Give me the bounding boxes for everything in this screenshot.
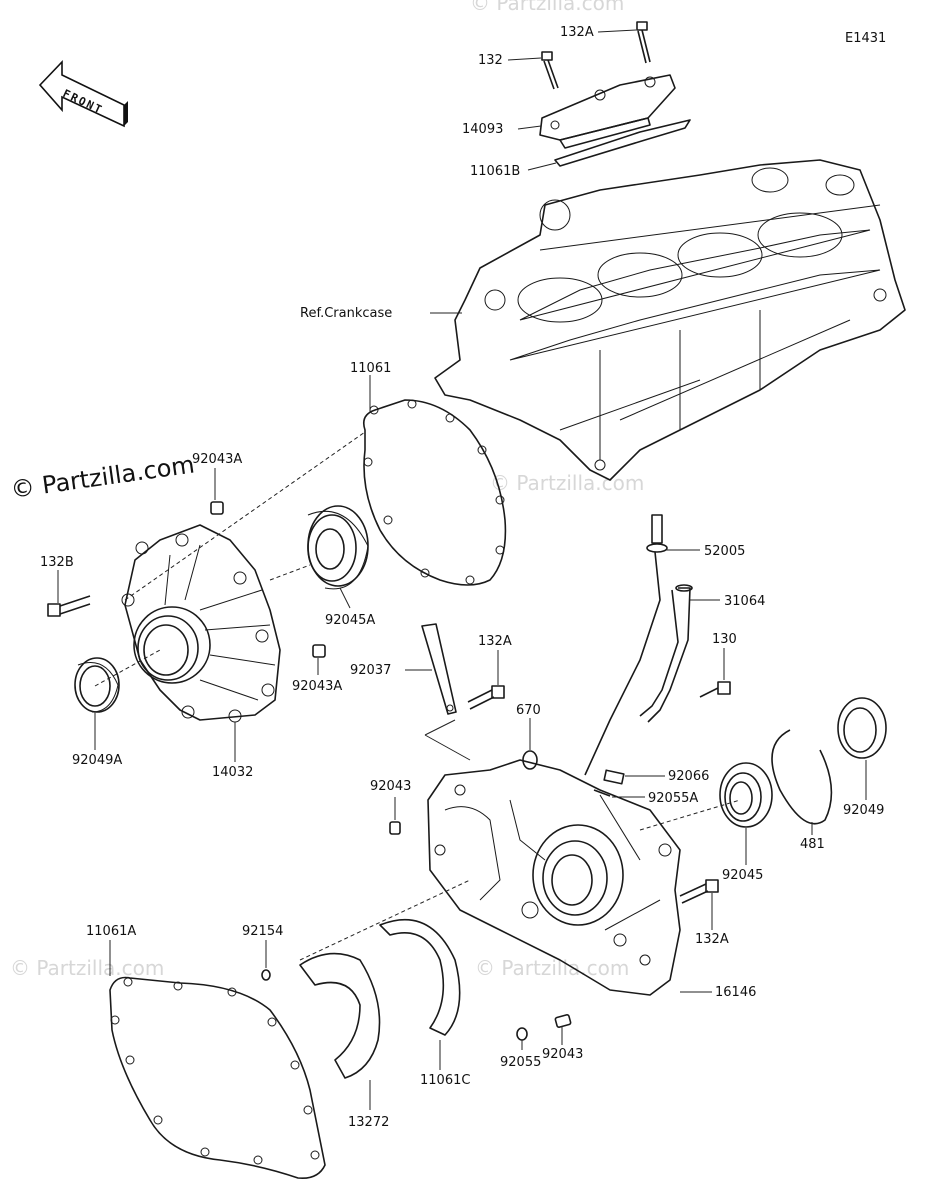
bolt-132B xyxy=(47,595,91,617)
watermark-lower-mid: © Partzilla.com xyxy=(475,956,629,980)
label-132-top: 132 xyxy=(478,53,503,68)
label-16146: 16146 xyxy=(715,985,756,1000)
label-92055A: 92055A xyxy=(648,791,698,806)
label-670: 670 xyxy=(516,703,541,718)
leader-lines xyxy=(57,29,867,1110)
label-11061A: 11061A xyxy=(86,924,136,939)
label-132A-low: 132A xyxy=(695,932,729,947)
bolt-132A-low xyxy=(679,879,719,904)
label-14032: 14032 xyxy=(212,765,253,780)
plate-92037 xyxy=(421,623,457,715)
label-92154: 92154 xyxy=(242,924,283,939)
label-92066: 92066 xyxy=(668,769,709,784)
bolt-132-top xyxy=(541,51,559,90)
watermark-top: © Partzilla.com xyxy=(470,0,624,15)
watermark-lower-left: © Partzilla.com xyxy=(10,956,164,980)
bearing-92045A xyxy=(307,505,369,590)
label-132A-top: 132A xyxy=(560,25,594,40)
label-132A-mid: 132A xyxy=(478,634,512,649)
cover-14093 xyxy=(539,74,676,149)
label-92049: 92049 xyxy=(843,803,884,818)
crankcase-ref xyxy=(434,159,906,481)
label-14093: 14093 xyxy=(462,122,503,137)
dowel-92043-left xyxy=(389,821,401,835)
label-92045: 92045 xyxy=(722,868,763,883)
label-31064: 31064 xyxy=(724,594,765,609)
gasket-11061C xyxy=(379,918,461,1036)
label-ref-crankcase: Ref.Crankcase xyxy=(300,306,392,321)
label-52005: 52005 xyxy=(704,544,745,559)
gasket-11061A xyxy=(109,976,326,1180)
pin-92055A xyxy=(593,789,611,797)
label-11061: 11061 xyxy=(350,361,391,376)
label-13272: 13272 xyxy=(348,1115,389,1130)
part-92066 xyxy=(603,769,625,785)
diagram-code: E1431 xyxy=(845,31,886,46)
dowel-92043-low xyxy=(554,1014,572,1028)
dowel-92043A-a xyxy=(210,501,224,515)
label-92049A: 92049A xyxy=(72,753,122,768)
gasket-11061 xyxy=(362,399,507,586)
label-92043A-b: 92043A xyxy=(292,679,342,694)
label-11061B: 11061B xyxy=(470,164,520,179)
watermarks: © Partzilla.com © Partzilla.com © Partzi… xyxy=(10,0,644,980)
part-labels: 132A 132 14093 11061B Ref.Crankcase 1106… xyxy=(40,25,884,1130)
label-11061C: 11061C xyxy=(420,1073,470,1088)
watermark-center: © Partzilla.com xyxy=(490,471,644,495)
cover-16146 xyxy=(427,759,681,996)
gasket-11061B xyxy=(554,119,691,167)
label-92055: 92055 xyxy=(500,1055,541,1070)
label-92043-low: 92043 xyxy=(542,1047,583,1062)
label-130: 130 xyxy=(712,632,737,647)
seal-92045 xyxy=(719,762,773,828)
partzilla-logo: © Partzilla.com xyxy=(9,450,196,504)
label-481: 481 xyxy=(800,837,825,852)
label-132B: 132B xyxy=(40,555,74,570)
dipstick-52005 xyxy=(584,514,668,776)
label-92043A-a: 92043A xyxy=(192,452,242,467)
dowel-92043A-b xyxy=(312,644,326,658)
bolt-130 xyxy=(699,681,731,698)
label-92043-left: 92043 xyxy=(370,779,411,794)
label-92037: 92037 xyxy=(350,663,391,678)
bolt-132A-top xyxy=(636,21,651,64)
plate-13272 xyxy=(299,952,381,1079)
seal-92049 xyxy=(837,697,887,759)
bolt-132A-mid xyxy=(467,685,505,710)
cover-14032 xyxy=(121,524,281,723)
front-arrow-icon: FRONT xyxy=(38,60,128,128)
oring-670 xyxy=(522,750,538,770)
washer-92055 xyxy=(516,1027,528,1041)
seal-92049A xyxy=(74,657,120,713)
circlip-481 xyxy=(771,729,833,825)
screw-92154 xyxy=(261,969,271,981)
label-92045A: 92045A xyxy=(325,613,375,628)
tube-31064 xyxy=(639,584,693,723)
